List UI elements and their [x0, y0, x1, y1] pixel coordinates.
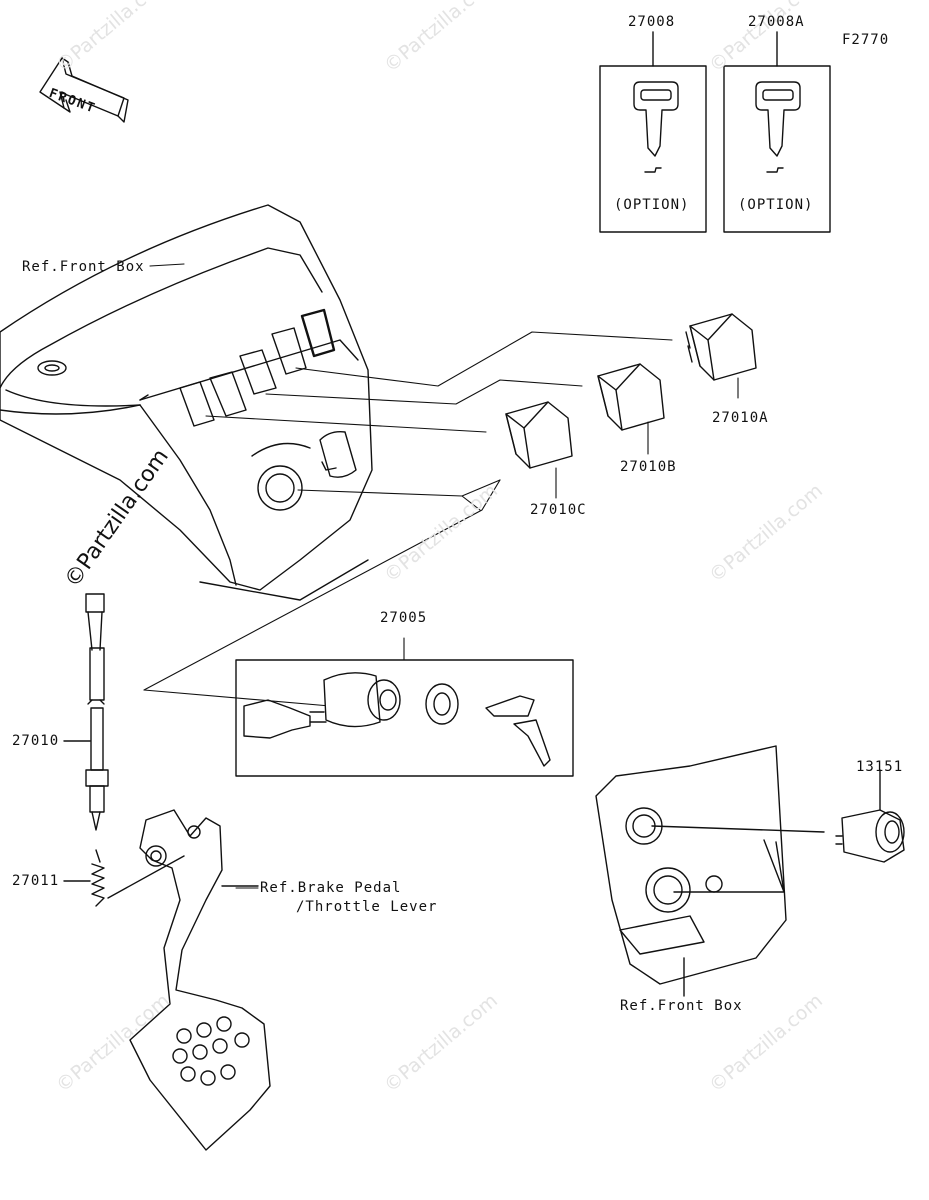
ref-brake-pedal-label: Ref.Brake Pedal — [260, 880, 402, 896]
spring-part — [63, 849, 105, 907]
leader-lines — [143, 331, 739, 707]
part-number-27010c[interactable]: 27010C — [530, 502, 587, 518]
brake-switch-sensor — [63, 593, 109, 831]
brake-pedal — [107, 809, 271, 1151]
rocker-switch-27010b — [597, 363, 665, 431]
front-box-socket-panel — [595, 745, 825, 997]
power-socket-13151 — [835, 769, 905, 863]
option-label: (OPTION) — [614, 197, 690, 213]
rocker-switch-27010c — [505, 401, 573, 469]
part-number-27008a[interactable]: 27008A — [748, 14, 805, 30]
option-key-box-27008a — [723, 31, 831, 233]
part-number-27010[interactable]: 27010 — [12, 733, 60, 749]
part-number-27005[interactable]: 27005 — [380, 610, 428, 626]
part-number-27010a[interactable]: 27010A — [712, 410, 769, 426]
front-arrow-icon — [39, 57, 129, 123]
figure-code: F2770 — [842, 32, 890, 48]
ref-throttle-lever-label: /Throttle Lever — [296, 899, 438, 915]
ref-leader-lines — [149, 263, 259, 889]
option-key-box-27008 — [599, 31, 707, 233]
rocker-switch-27010a — [685, 313, 757, 381]
part-number-27008[interactable]: 27008 — [628, 14, 676, 30]
ref-front-box-label: Ref.Front Box — [620, 998, 743, 1014]
part-number-27010b[interactable]: 27010B — [620, 459, 677, 475]
part-number-13151[interactable]: 13151 — [856, 759, 904, 775]
ignition-switch-assembly-box — [235, 659, 574, 777]
part-number-27011[interactable]: 27011 — [12, 873, 60, 889]
ref-front-box-label: Ref.Front Box — [22, 259, 145, 275]
option-label: (OPTION) — [738, 197, 814, 213]
front-box-dash-panel — [0, 204, 373, 601]
